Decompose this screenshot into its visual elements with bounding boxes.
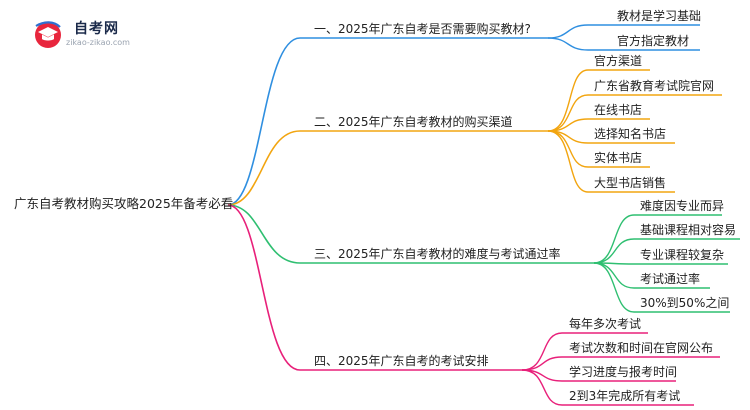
connector-root-branch-1 xyxy=(227,37,548,206)
branch-2-leaf: 实体书店 xyxy=(594,151,643,165)
branch-3-title: 三、2025年广东自考教材的难度与考试通过率 xyxy=(314,247,561,261)
connector-b3-leaf-2 xyxy=(593,238,740,264)
connector-b1-leaf-1 xyxy=(547,24,700,39)
branch-1-leaf: 教材是学习基础 xyxy=(617,9,702,23)
connector-b3-leaf-1 xyxy=(593,214,722,264)
branch-3-leaf: 专业课程较复杂 xyxy=(640,248,725,262)
connector-b3-leaf-3 xyxy=(593,262,728,265)
connector-b1-leaf-2 xyxy=(547,37,700,51)
branch-2-leaf: 大型书店销售 xyxy=(594,176,667,190)
branch-1-title: 一、2025年广东自考是否需要购买教材? xyxy=(314,22,531,36)
connector-b2-leaf-2 xyxy=(547,94,722,132)
connector-b2-leaf-3 xyxy=(547,118,650,132)
connector-b4-leaf-1 xyxy=(521,332,648,371)
connector-root-branch-2 xyxy=(227,130,548,206)
logo-name: 自考网 xyxy=(74,21,119,37)
branch-3-leaf: 难度因专业而异 xyxy=(640,199,725,213)
root-topic: 广东自考教材购买攻略2025年备考必看 xyxy=(14,196,234,211)
site-logo: 自考网 zikao-zikao.com xyxy=(32,16,142,50)
branch-2-leaf: 选择知名书店 xyxy=(594,127,667,141)
branch-3-leaf: 30%到50%之间 xyxy=(640,296,730,310)
branch-3-leaf: 考试通过率 xyxy=(640,272,701,286)
connector-root-branch-4 xyxy=(227,204,522,371)
connector-b4-leaf-4 xyxy=(521,369,694,406)
branch-4-leaf: 学习进度与报考时间 xyxy=(569,365,678,379)
branch-4-leaf: 2到3年完成所有考试 xyxy=(569,389,681,403)
branch-4-title: 四、2025年广东自考的考试安排 xyxy=(314,354,489,368)
connector-b3-leaf-4 xyxy=(593,262,710,289)
branch-2-leaf: 广东省教育考试院官网 xyxy=(594,79,715,93)
logo-url: zikao-zikao.com xyxy=(66,38,130,47)
branch-3-leaf: 基础课程相对容易 xyxy=(640,223,737,237)
connector-b2-leaf-1 xyxy=(547,69,650,132)
branch-2-leaf: 在线书店 xyxy=(594,103,643,117)
branch-2-title: 二、2025年广东自考教材的购买渠道 xyxy=(314,115,513,129)
connector-b2-leaf-6 xyxy=(547,130,675,193)
graduation-cap-logo-icon xyxy=(35,21,61,48)
connector-root-branch-3 xyxy=(227,204,594,264)
connector-b3-leaf-5 xyxy=(593,262,730,313)
branch-1-leaf: 官方指定教材 xyxy=(617,34,690,48)
branch-2-leaf: 官方渠道 xyxy=(594,54,643,68)
connector-b4-leaf-2 xyxy=(521,356,720,371)
branch-4-leaf: 考试次数和时间在官网公布 xyxy=(569,341,714,355)
branch-4-leaf: 每年多次考试 xyxy=(569,317,642,331)
